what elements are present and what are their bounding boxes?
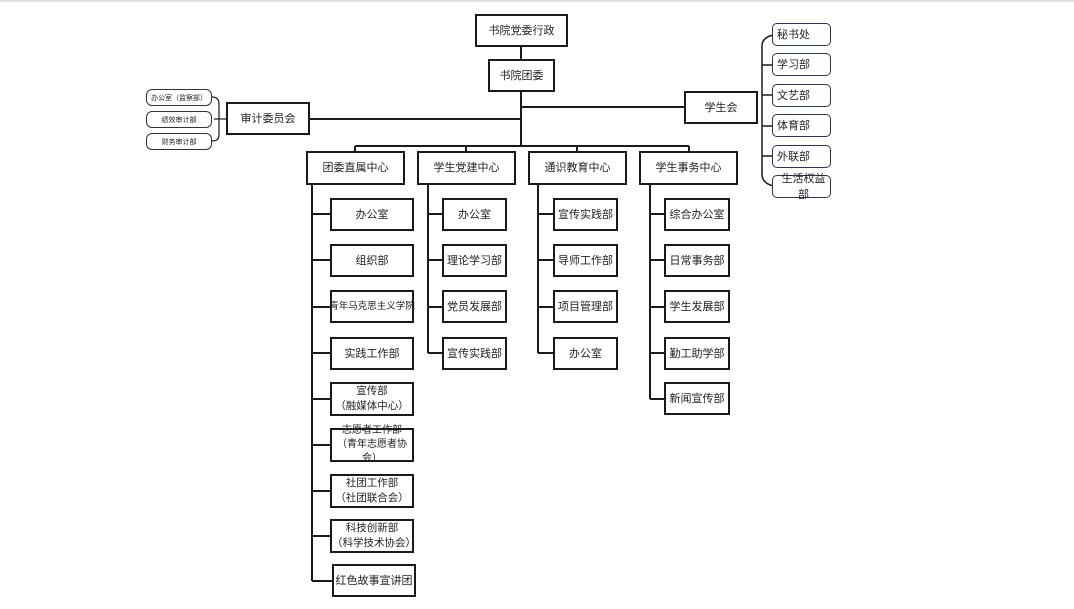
dept-node: 新闻宣传部: [664, 382, 730, 415]
committee-node: 书院团委: [488, 59, 555, 92]
dept-node: 组织部: [330, 244, 414, 277]
dept-node: 实践工作部: [330, 337, 414, 370]
dept-node: 红色故事宣讲团: [332, 564, 416, 597]
union-child: 外联部: [772, 145, 831, 168]
dept-node: 日常事务部: [664, 244, 730, 277]
audit-child: 财务审计部: [146, 133, 212, 150]
dept-node: 学生发展部: [664, 290, 730, 323]
center-node: 通识教育中心: [528, 151, 627, 185]
dept-node: 科技创新部 （科学技术协会）: [330, 519, 416, 553]
dept-node: 宣传实践部: [553, 198, 618, 231]
top-border: [0, 0, 1074, 2]
union-child: 生活权益部: [772, 172, 831, 201]
dept-node: 综合办公室: [664, 198, 730, 231]
dept-node: 办公室: [553, 337, 618, 370]
root-node: 书院党委行政: [475, 14, 568, 47]
dept-node: 青年马克思主义学院: [329, 290, 415, 323]
audit-child: 办公室（监察部）: [146, 89, 212, 106]
dept-node: 勤工助学部: [664, 337, 730, 370]
dept-node: 理论学习部: [442, 244, 507, 277]
dept-node: 宣传部 （融媒体中心）: [330, 382, 414, 416]
dept-node: 社团工作部 （社团联合会）: [330, 474, 414, 508]
dept-node: 导师工作部: [553, 244, 618, 277]
audit-child: 绩效审计部: [146, 111, 212, 128]
union-child: 体育部: [772, 114, 831, 137]
student-union-node: 学生会: [684, 91, 758, 124]
dept-node: 办公室: [442, 198, 507, 231]
dept-node: 志愿者工作部 （青年志愿者协会）: [330, 425, 414, 464]
union-child: 秘书处: [772, 23, 831, 46]
center-node: 学生党建中心: [417, 151, 516, 185]
dept-node: 办公室: [330, 198, 414, 231]
dept-node: 项目管理部: [553, 290, 618, 323]
dept-node: 宣传实践部: [442, 337, 507, 370]
union-child: 学习部: [772, 53, 831, 76]
center-node: 团委直属中心: [306, 151, 405, 185]
center-node: 学生事务中心: [639, 151, 738, 185]
audit-committee-node: 审计委员会: [226, 102, 310, 135]
dept-node: 党员发展部: [442, 290, 507, 323]
union-child: 文艺部: [772, 84, 831, 107]
